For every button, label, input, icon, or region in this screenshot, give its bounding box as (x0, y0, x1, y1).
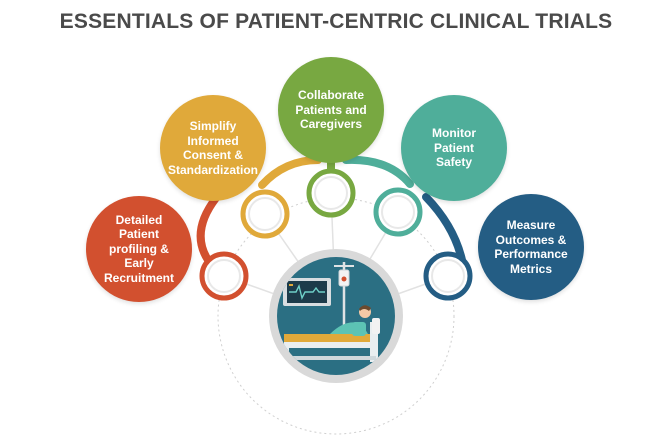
step-label-patient-profiling: Detailed Patient profiling & Early Recru… (103, 212, 174, 285)
step-bubble-patient-profiling: Detailed Patient profiling & Early Recru… (86, 196, 192, 302)
node-profiling (199, 251, 249, 301)
step-bubble-measure-outcomes: Measure Outcomes & Performance Metrics (478, 194, 584, 300)
connector-profiling (196, 194, 220, 264)
connector-monitor (342, 155, 414, 188)
diagram-title: ESSENTIALS OF PATIENT-CENTRIC CLINICAL T… (59, 10, 613, 33)
step-label-collaborate-caregivers: Collaborate Patients and Caregivers (295, 88, 367, 132)
step-bubble-monitor-safety: Monitor Patient Safety (401, 95, 507, 201)
node-monitor (373, 187, 423, 237)
node-measure (423, 251, 473, 301)
connector-measure (422, 193, 466, 264)
step-bubble-informed-consent: Simplify Informed Consent & Standardizat… (160, 95, 266, 201)
step-label-monitor-safety: Monitor Patient Safety (432, 126, 476, 170)
connector-consent (258, 156, 322, 189)
node-collaborate (306, 168, 356, 218)
step-bubble-collaborate-caregivers: Collaborate Patients and Caregivers (278, 57, 384, 163)
patient-in-hospital-bed-icon (269, 249, 403, 383)
step-label-informed-consent: Simplify Informed Consent & Standardizat… (168, 119, 259, 177)
node-consent (240, 189, 290, 239)
step-label-measure-outcomes: Measure Outcomes & Performance Metrics (494, 218, 568, 276)
